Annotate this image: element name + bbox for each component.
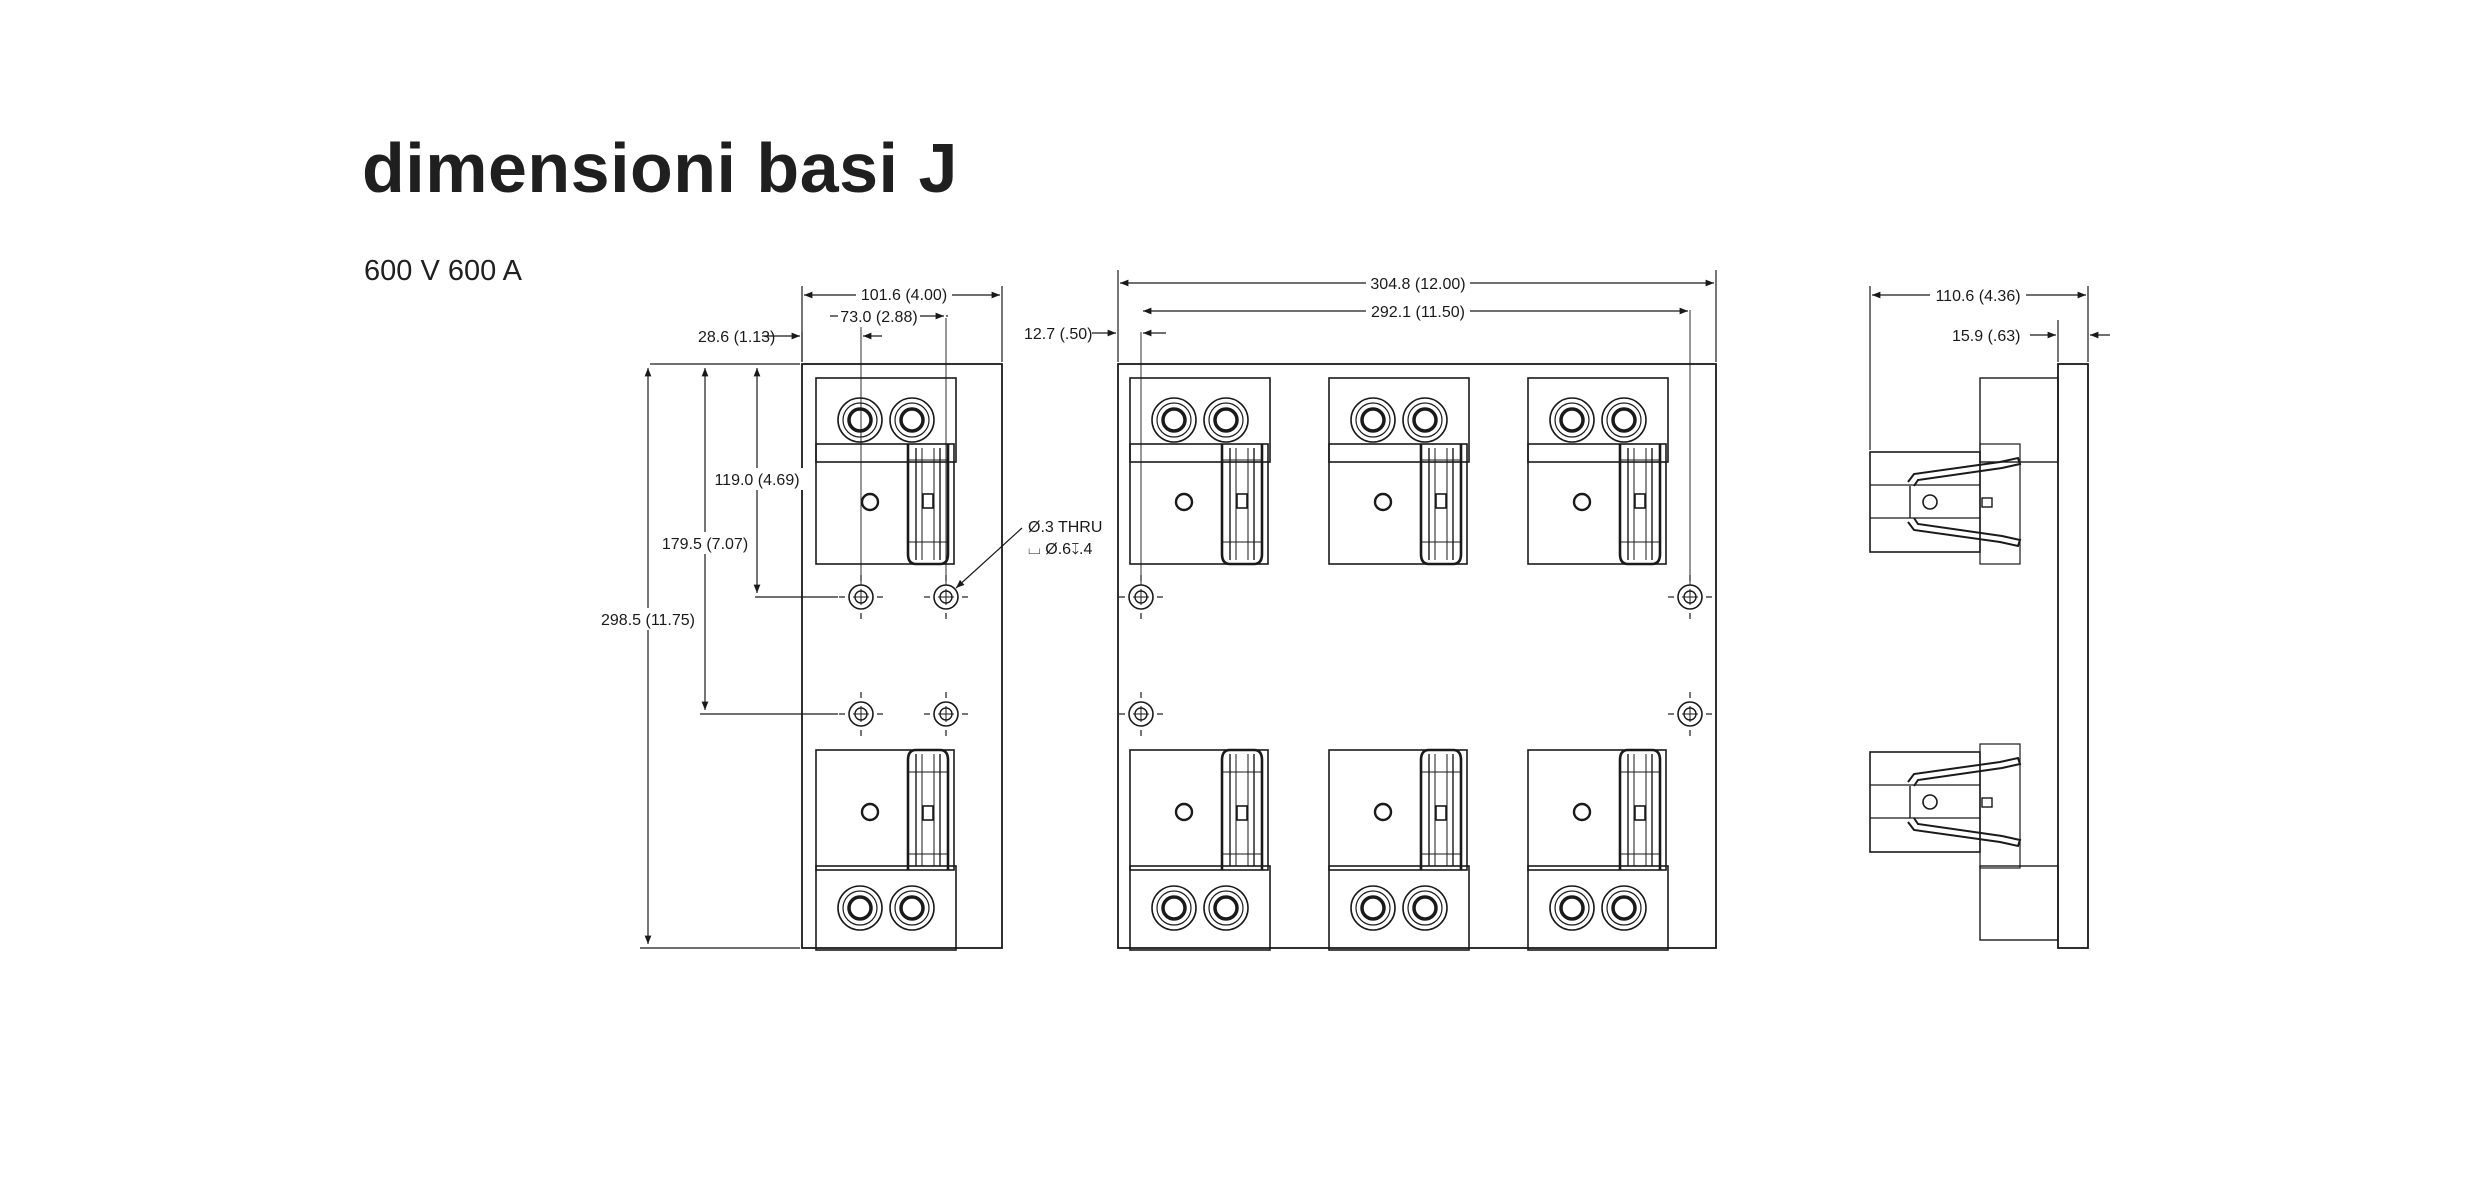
- front-view-single: [801, 318, 1003, 952]
- dim-front-width: 101.6 (4.00): [861, 287, 947, 304]
- dim-triple-hole-span: 292.1 (11.50): [1371, 304, 1465, 321]
- page-title: dimensioni basi J: [362, 129, 958, 207]
- dim-hole-spacing-y: 179.5 (7.07): [662, 536, 748, 553]
- front-view-triple: [1117, 310, 1717, 952]
- hole-spec-thru: Ø.3 THRU: [1028, 519, 1102, 536]
- side-view: [1869, 363, 2089, 949]
- hole-spec-counterbore: ⌴ Ø.6↧.4: [1028, 541, 1092, 558]
- dim-triple-edge: 12.7 (.50): [1024, 326, 1092, 343]
- dim-top-to-hole: 119.0 (4.69): [714, 472, 799, 489]
- dim-side-plate: 15.9 (.63): [1952, 328, 2020, 345]
- dim-edge-to-hole: 28.6 (1.13): [698, 329, 775, 346]
- dim-side-depth: 110.6 (4.36): [1935, 288, 2020, 305]
- dim-total-height: 298.5 (11.75): [601, 612, 695, 629]
- dimensions-side: [1869, 286, 2110, 450]
- rating-label: 600 V 600 A: [364, 255, 523, 287]
- dimension-labels: 101.6 (4.00) 73.0 (2.88) 28.6 (1.13) 119…: [594, 272, 2026, 630]
- dim-hole-spacing-x: 73.0 (2.88): [840, 309, 917, 326]
- dim-triple-width: 304.8 (12.00): [1370, 276, 1465, 293]
